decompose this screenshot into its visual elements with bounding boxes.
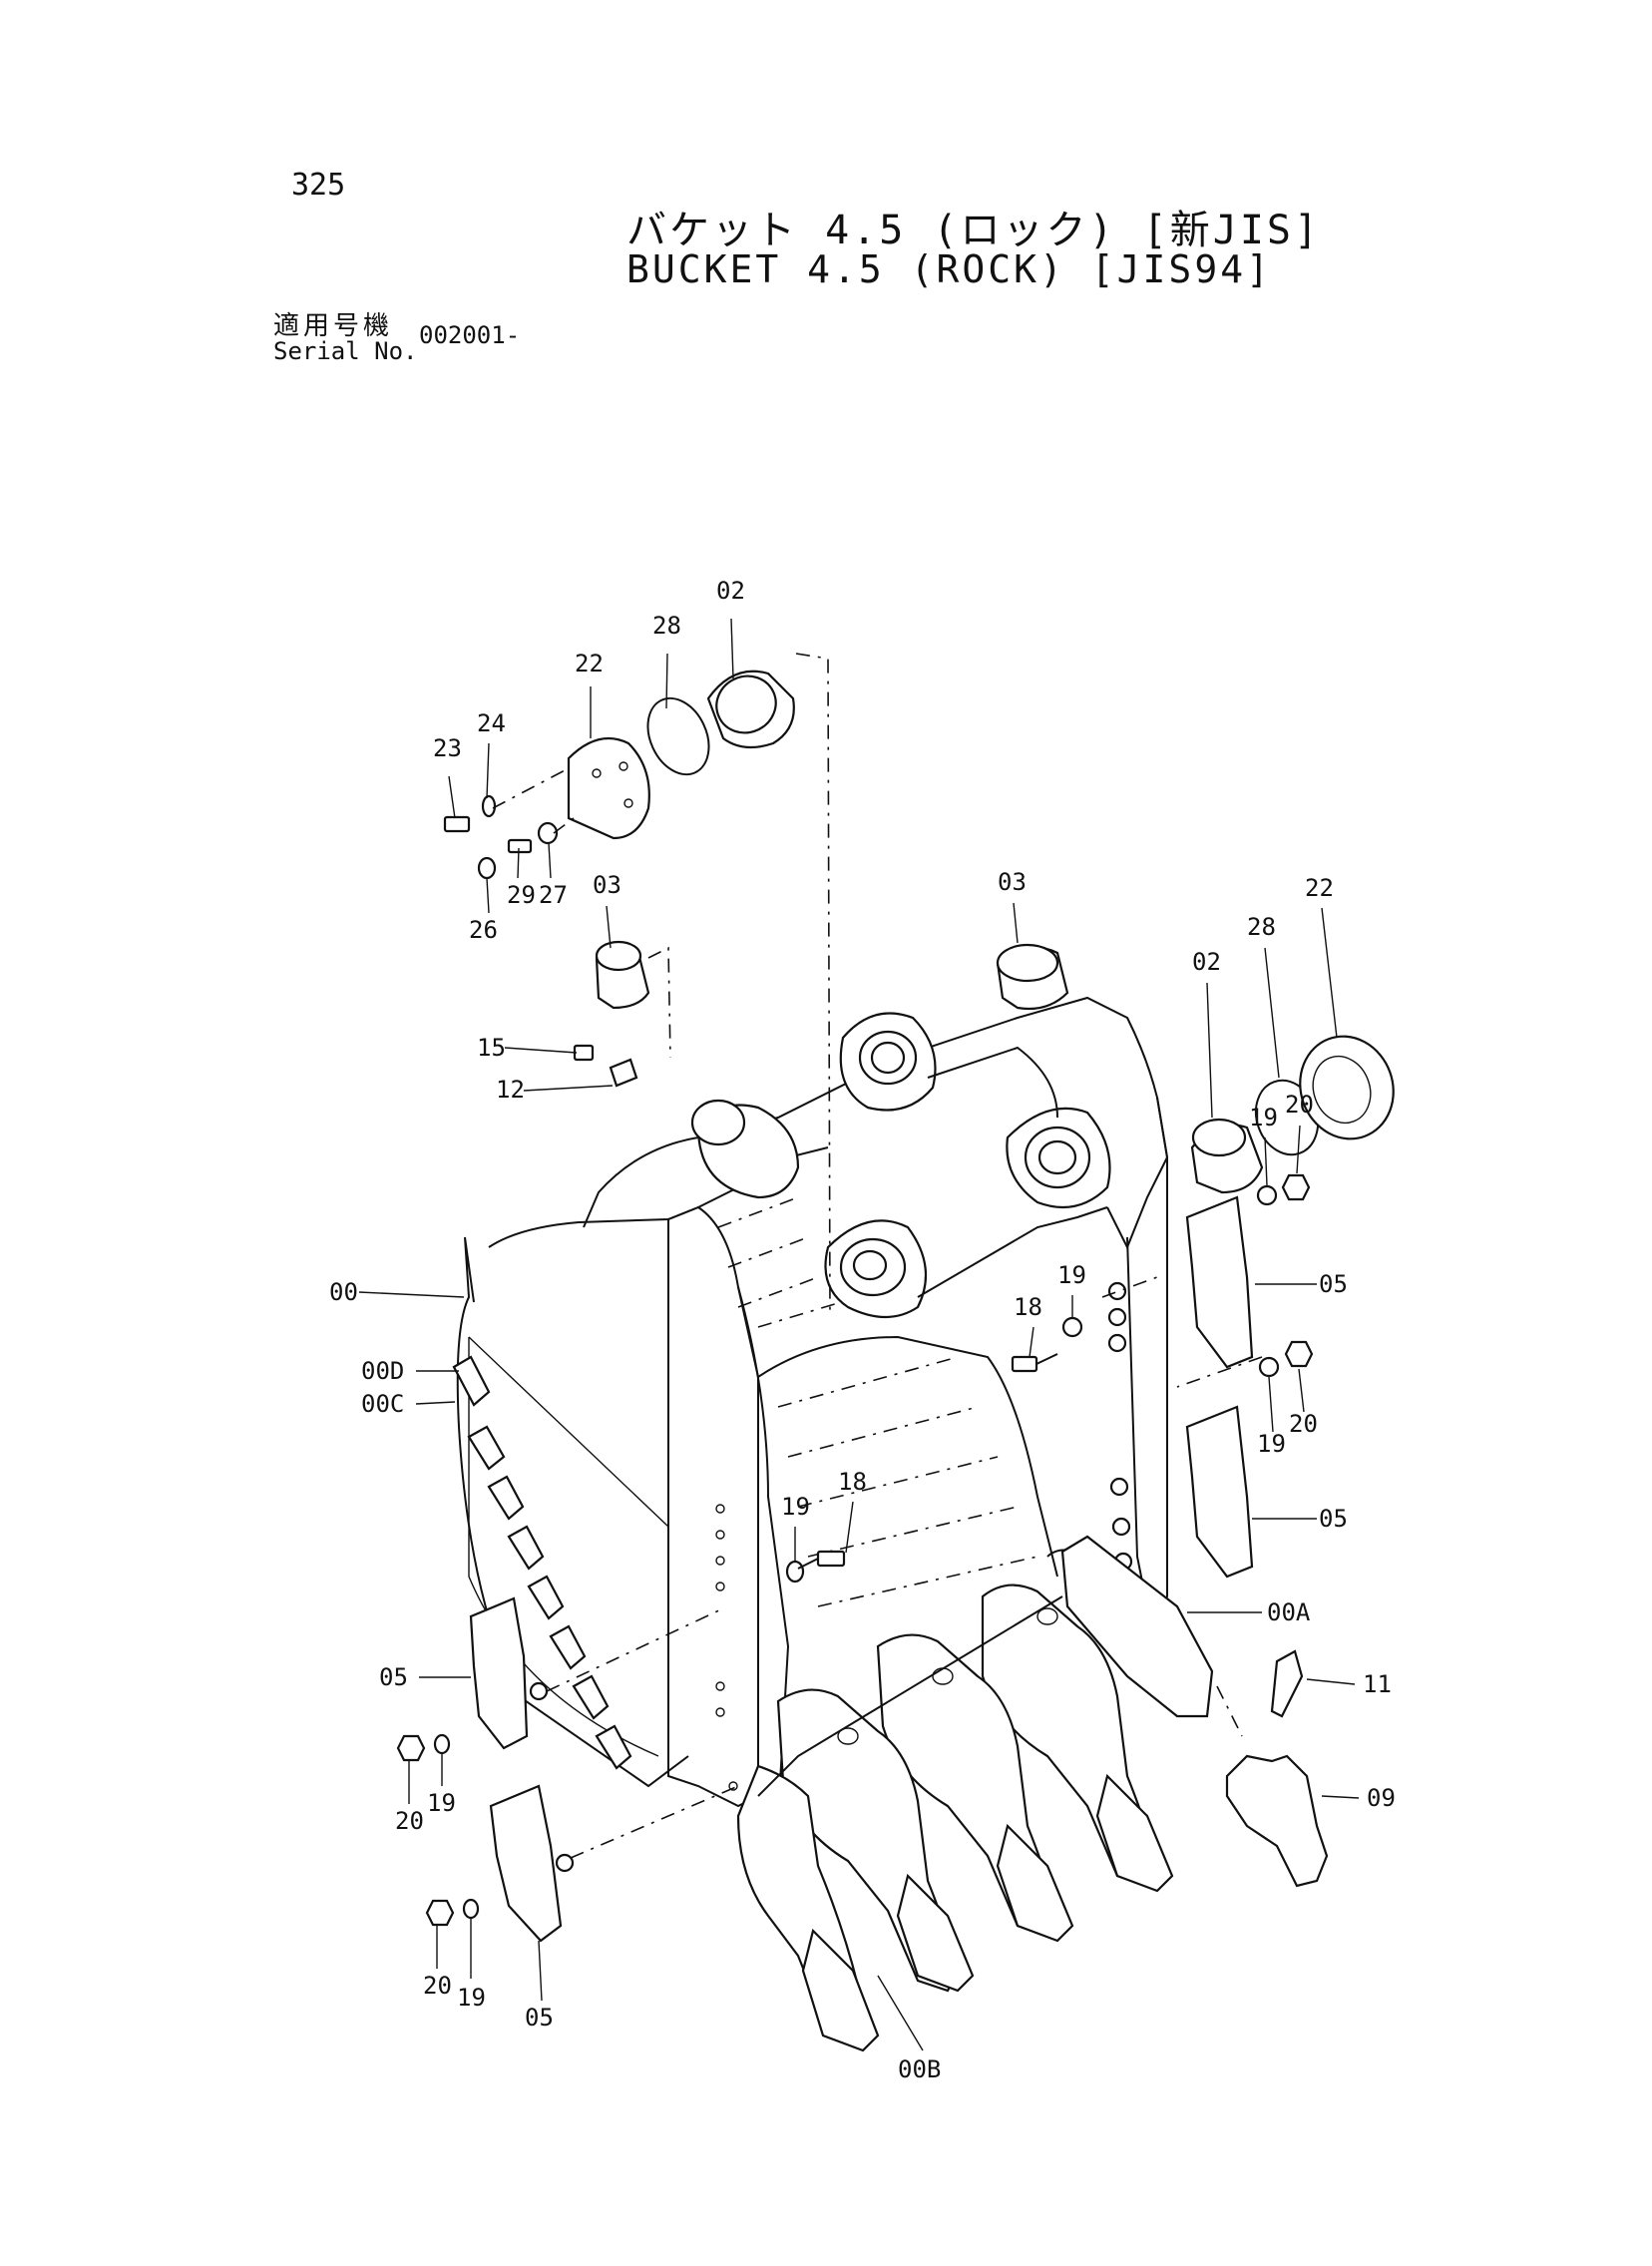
leader-lines: [358, 618, 1360, 2051]
callout-18: 18: [1014, 1293, 1042, 1321]
callout-19: 19: [781, 1493, 810, 1521]
callout-29: 29: [507, 881, 536, 909]
callout-labels: 02 28 22 24 23 29 27 26 03 15 12 03 02 2…: [329, 577, 1396, 2083]
callout-20: 20: [1289, 1410, 1318, 1438]
title-japanese: バケット 4.5 (ロック) [新JIS]: [626, 208, 1322, 253]
left-side-holes: [715, 1504, 738, 1791]
callout-05: 05: [1319, 1505, 1348, 1533]
callout-19: 19: [1257, 1430, 1286, 1458]
callout-19: 19: [1057, 1261, 1086, 1289]
callout-12: 12: [496, 1076, 525, 1104]
callout-20: 20: [423, 1972, 452, 2000]
title-english: BUCKET 4.5 (ROCK) [JIS94]: [626, 247, 1272, 291]
loose-parts-top: [443, 653, 831, 1318]
callout-22: 22: [1305, 874, 1334, 902]
callout-18: 18: [838, 1468, 867, 1496]
callout-11: 11: [1363, 1670, 1392, 1698]
callout-20: 20: [395, 1807, 424, 1835]
callout-00D: 00D: [361, 1357, 404, 1385]
loose-parts-left: [396, 1550, 846, 1943]
callout-19: 19: [427, 1789, 456, 1817]
callout-00C: 00C: [361, 1390, 404, 1418]
right-side-holes: [1107, 1281, 1133, 1572]
callout-19: 19: [1249, 1104, 1278, 1132]
callout-27: 27: [539, 881, 568, 909]
callout-00A: 00A: [1267, 1598, 1311, 1626]
callout-05: 05: [1319, 1270, 1348, 1298]
page-number: 325: [291, 168, 346, 203]
callout-26: 26: [469, 916, 498, 944]
callout-09: 09: [1367, 1784, 1396, 1812]
serial-label-english: Serial No.: [273, 337, 418, 365]
callout-19: 19: [457, 1984, 486, 2012]
callout-00B: 00B: [898, 2055, 941, 2083]
callout-20: 20: [1285, 1091, 1314, 1119]
loose-parts-right: [996, 943, 1395, 1888]
callout-24: 24: [477, 709, 506, 737]
callout-03: 03: [998, 868, 1027, 896]
serial-number-value: 002001-: [419, 321, 521, 349]
callout-05: 05: [379, 1663, 408, 1691]
callout-22: 22: [575, 650, 604, 678]
callout-28: 28: [1247, 913, 1276, 941]
callout-03: 03: [593, 871, 621, 899]
serial-label-japanese: 適用号機: [273, 311, 394, 341]
callout-00: 00: [329, 1278, 358, 1306]
callout-15: 15: [477, 1034, 506, 1062]
bucket-body: [456, 996, 1178, 1819]
callout-05: 05: [525, 2004, 554, 2032]
callout-02: 02: [716, 577, 745, 605]
callout-02: 02: [1192, 948, 1221, 976]
callout-23: 23: [433, 734, 462, 762]
cutting-edge-teeth: [452, 1355, 1214, 2052]
callout-28: 28: [652, 612, 681, 640]
